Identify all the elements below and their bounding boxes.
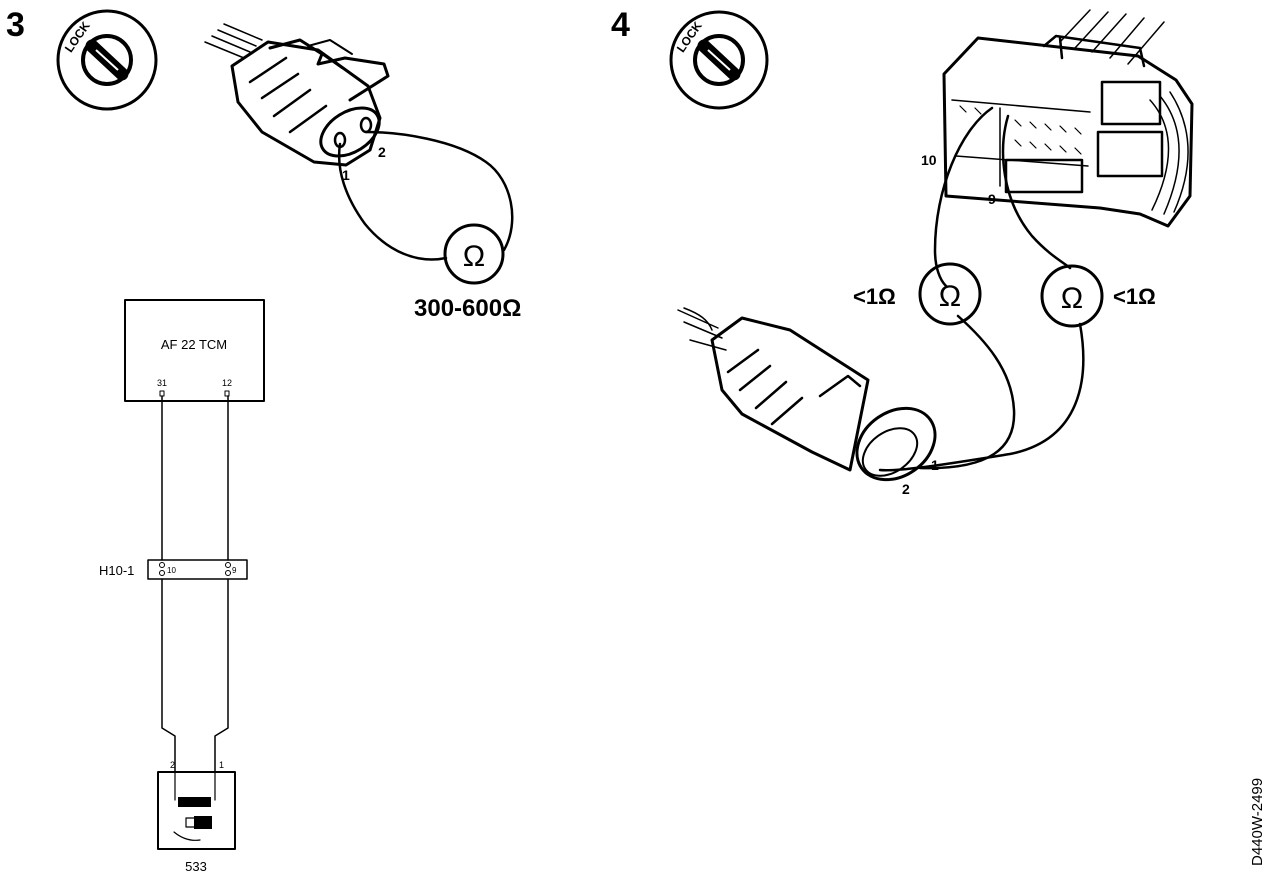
connector-h10-label: H10-1 xyxy=(99,563,134,578)
connector-h10-box xyxy=(147,559,248,580)
step4-pin9-label: 9 xyxy=(988,191,996,207)
wire-left-lower xyxy=(161,578,176,773)
tcm-pin-12: 12 xyxy=(222,378,232,388)
wiring-diagram: AF 22 TCM 31 12 H10-1 10 9 2 1 533 xyxy=(99,299,265,874)
step-4-panel: 4 LOCK 10 9 xyxy=(611,6,1194,497)
reading-left: <1Ω xyxy=(853,284,896,309)
tcm-pin-31: 31 xyxy=(157,378,167,388)
ohmmeter-icon-step4-right: Ω xyxy=(1040,264,1104,328)
ohm-symbol-step4-right: Ω xyxy=(1061,282,1083,315)
sensor-coil-symbol xyxy=(178,797,211,807)
speed-sensor-connector-drawing xyxy=(204,23,390,167)
tcm-module-box xyxy=(124,299,265,402)
resistance-spec: 300-600Ω xyxy=(414,295,521,322)
probe-lead-pin2 xyxy=(364,130,514,252)
sensor-533-label: 533 xyxy=(185,859,207,874)
sensor-pin-2: 2 xyxy=(170,760,175,770)
ignition-lock-icon-step4: LOCK xyxy=(669,10,769,110)
step-4-number: 4 xyxy=(611,6,630,44)
ohm-symbol-step4-left: Ω xyxy=(939,280,961,313)
tcm-harness-connector-drawing xyxy=(942,9,1194,228)
sensor-pin-1: 1 xyxy=(219,760,224,770)
connector-h10-pin-9: 9 xyxy=(232,566,237,575)
step-3-number: 3 xyxy=(6,6,25,44)
step4-plug-pin2-label: 2 xyxy=(902,481,910,497)
connector-h10-pin-10: 10 xyxy=(167,566,176,575)
probe-lead-left-meter-to-pin1 xyxy=(918,314,1016,470)
probe-lead-right-meter-to-pin2 xyxy=(878,322,1085,472)
step-3-panel: 3 LOCK 1 2 Ω 300-600Ω xyxy=(6,6,521,322)
wire-right-lower xyxy=(214,578,229,773)
figure-id: D440W-2499 xyxy=(1249,778,1266,866)
ohm-symbol-step3: Ω xyxy=(463,240,485,273)
ohmmeter-icon-step3: Ω xyxy=(443,223,505,285)
step3-pin1-label: 1 xyxy=(342,167,350,183)
step3-pin2-label: 2 xyxy=(378,144,386,160)
probe-lead-pin9 xyxy=(1001,114,1072,270)
reading-right: <1Ω xyxy=(1113,284,1156,309)
ignition-lock-icon-step3: LOCK xyxy=(56,9,158,111)
sensor-533-box xyxy=(157,771,236,850)
sensor-harness-plug-drawing xyxy=(677,307,937,482)
ohmmeter-icon-step4-left: Ω xyxy=(918,262,982,326)
probe-lead-pin1 xyxy=(337,142,448,261)
step4-pin10-label: 10 xyxy=(921,152,937,168)
tcm-module-label: AF 22 TCM xyxy=(161,337,227,352)
step4-plug-pin1-label: 1 xyxy=(931,457,939,473)
probe-lead-pin10 xyxy=(933,106,994,288)
